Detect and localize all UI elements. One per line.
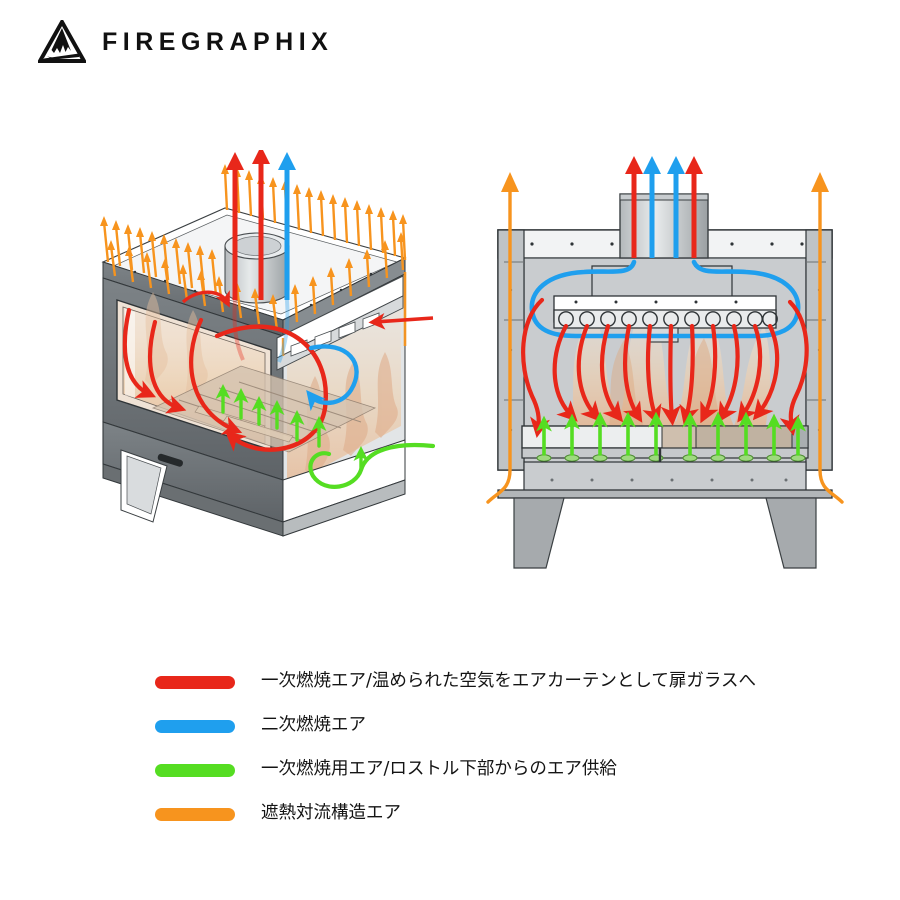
legend-primary-air: 一次燃焼エア/温められた空気をエアカーテンとして扉ガラスへ <box>155 660 855 704</box>
legend-swatch-blue <box>155 719 235 733</box>
legend-label-convection-air: 遮熱対流構造エア <box>261 803 401 824</box>
legend-grate-air: 一次燃焼用エア/ロストル下部からのエア供給 <box>155 748 855 792</box>
legend-secondary-air: 二次燃焼エア <box>155 704 855 748</box>
legend-label-primary-air: 一次燃焼エア/温められた空気をエアカーテンとして扉ガラスへ <box>261 671 757 692</box>
isometric-cutaway-view <box>75 150 435 580</box>
brand-name: FIREGRAPHIX <box>102 27 334 56</box>
legend-label-secondary-air: 二次燃焼エア <box>261 715 366 736</box>
legend-label-grate-air: 一次燃焼用エア/ロストル下部からのエア供給 <box>261 759 617 780</box>
figure-area <box>0 150 900 580</box>
brand-logo: FIREGRAPHIX <box>36 17 334 64</box>
legend-convection-air: 遮熱対流構造エア <box>155 792 855 836</box>
front-cross-section-view <box>480 150 850 580</box>
legend-swatch-green <box>155 763 235 777</box>
legend-swatch-red <box>155 675 235 689</box>
legend: 一次燃焼エア/温められた空気をエアカーテンとして扉ガラスへ 二次燃焼エア 一次燃… <box>155 660 855 836</box>
mountain-triangle-icon <box>36 17 88 64</box>
legend-swatch-orange <box>155 807 235 821</box>
